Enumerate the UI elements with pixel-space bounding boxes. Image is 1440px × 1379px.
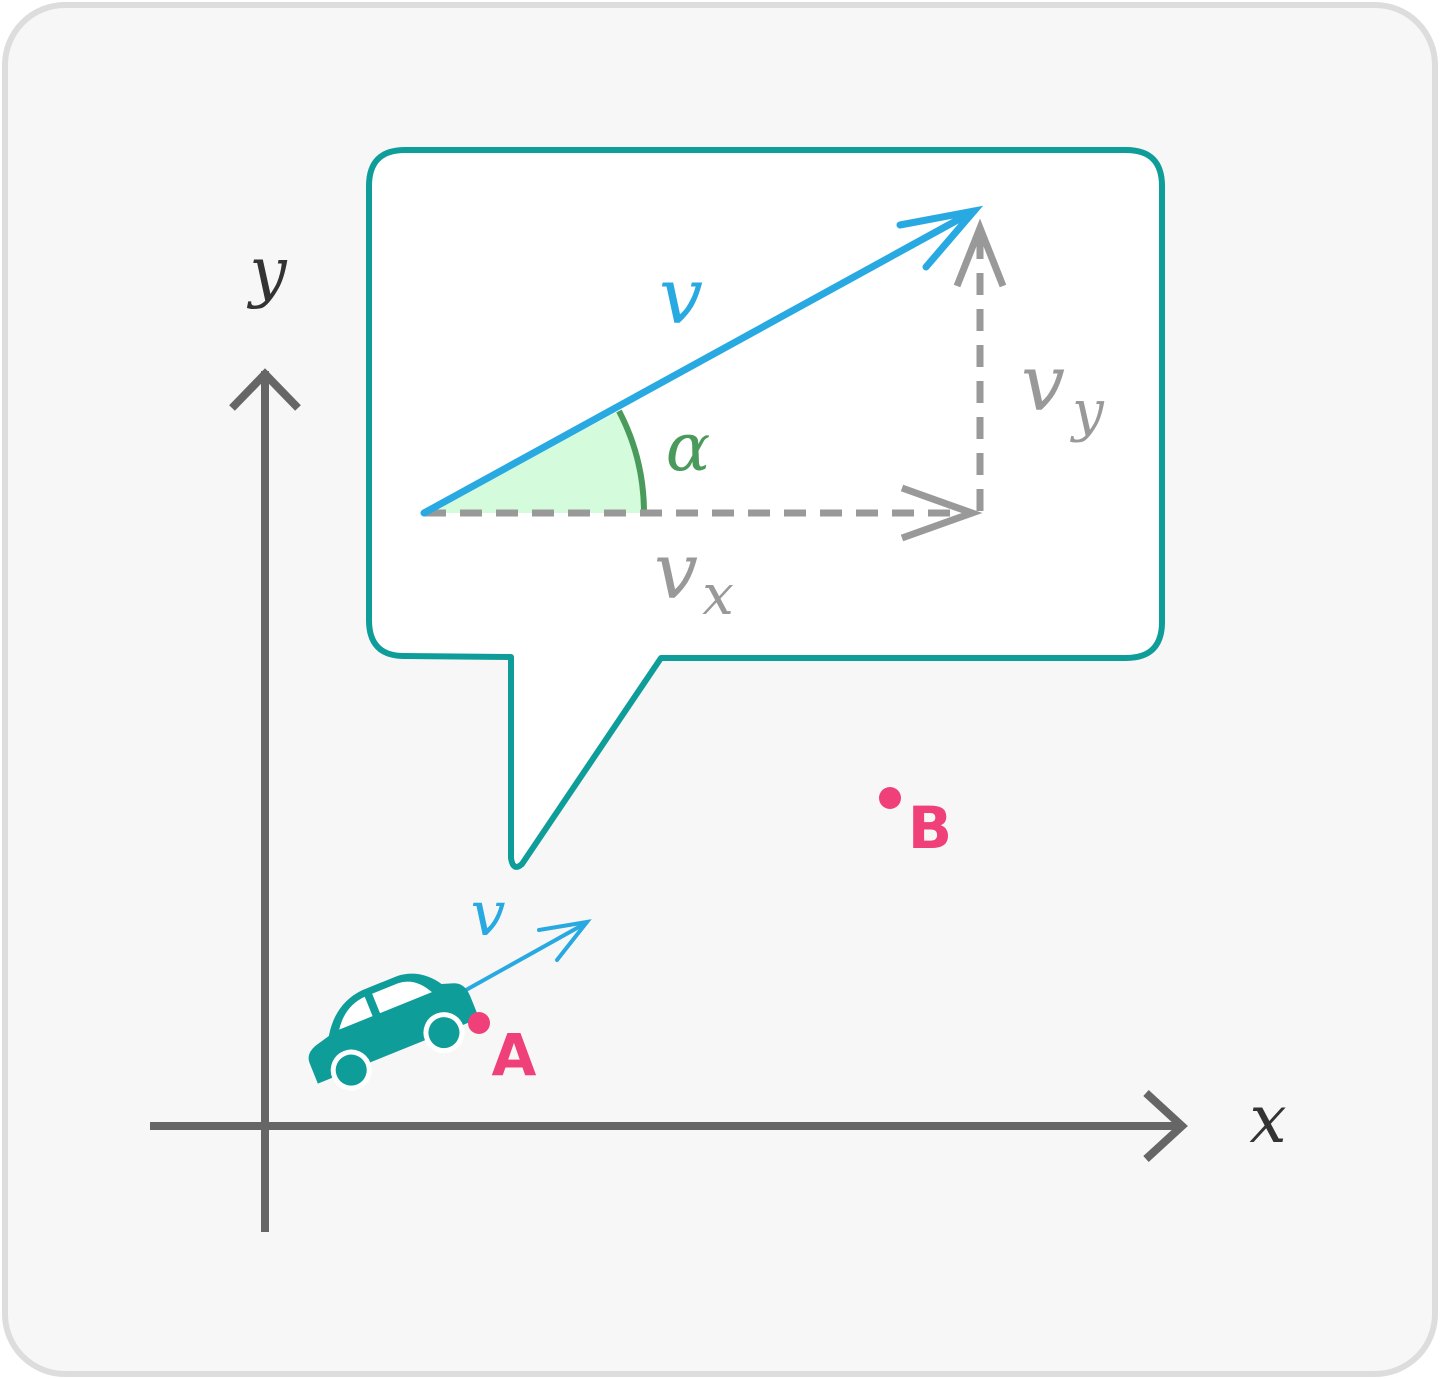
vy-label-subscript: y — [1069, 379, 1105, 444]
point-b-dot — [879, 787, 901, 809]
vx-label: v x — [654, 527, 734, 628]
point-b-label: B — [908, 794, 952, 862]
velocity-label: v — [659, 252, 703, 342]
y-axis-label: y — [246, 233, 287, 310]
angle-arc — [616, 409, 648, 514]
angle-sector — [424, 411, 645, 513]
vy-component-arrow — [953, 218, 1007, 511]
vx-component-arrow — [424, 484, 983, 542]
vx-label-subscript: x — [702, 563, 734, 628]
point-a-label: A — [492, 1021, 537, 1089]
vy-label: v y — [1021, 339, 1105, 444]
x-axis — [150, 1090, 1188, 1162]
y-axis — [229, 368, 301, 1232]
vy-label-main: v — [1021, 339, 1065, 429]
velocity-vector-arrow — [420, 205, 984, 517]
car-icon — [308, 973, 480, 1091]
angle-label: α — [666, 409, 711, 486]
car-velocity-arrow — [464, 919, 592, 992]
car-velocity-label: v — [470, 877, 505, 950]
callout-bubble — [366, 147, 1165, 870]
vx-label-main: v — [654, 527, 698, 617]
point-a-dot — [468, 1012, 490, 1034]
x-axis-label: x — [1249, 1081, 1286, 1158]
